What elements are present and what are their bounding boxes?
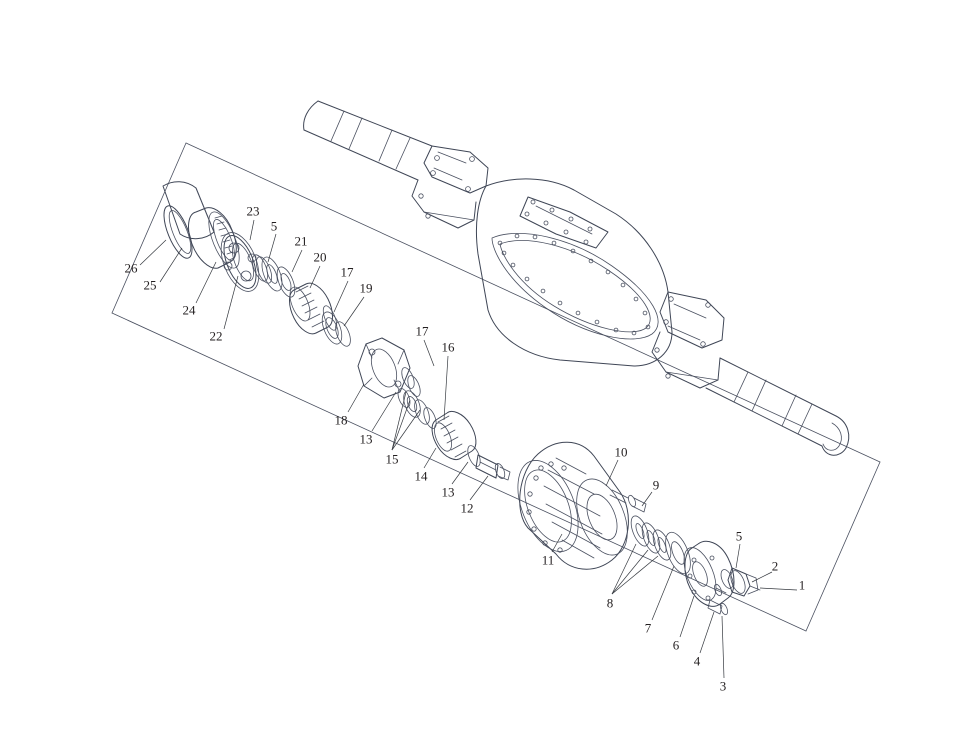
callout-17-lower: 17 <box>415 323 429 339</box>
callout-3: 3 <box>719 678 727 694</box>
leader-lines <box>139 219 798 679</box>
callout-5-upper: 5 <box>270 218 278 234</box>
callout-1: 1 <box>798 577 806 593</box>
callout-17-upper: 17 <box>340 264 354 280</box>
callout-22: 22 <box>209 328 223 344</box>
callout-21: 21 <box>294 233 308 249</box>
callout-12: 12 <box>460 500 474 516</box>
callout-13-upper: 13 <box>359 431 373 447</box>
callout-9: 9 <box>652 477 660 493</box>
callout-2: 2 <box>771 558 779 574</box>
exploded-components-hub <box>517 441 761 616</box>
callout-26: 26 <box>124 260 138 276</box>
callout-8: 8 <box>606 595 614 611</box>
callout-14: 14 <box>414 468 428 484</box>
callout-5-lower: 5 <box>735 528 743 544</box>
callout-18: 18 <box>334 412 348 428</box>
callout-4: 4 <box>693 653 701 669</box>
callout-13-lower: 13 <box>441 484 455 500</box>
callout-7: 7 <box>644 620 652 636</box>
callout-6: 6 <box>672 637 680 653</box>
callout-11: 11 <box>541 552 555 568</box>
exploded-components-middle <box>357 337 511 481</box>
callout-10: 10 <box>614 444 628 460</box>
callout-25: 25 <box>143 277 157 293</box>
axle-housing-group <box>111 100 881 632</box>
callout-16: 16 <box>441 339 455 355</box>
callout-20: 20 <box>313 249 327 265</box>
callout-15: 15 <box>385 451 399 467</box>
callout-19: 19 <box>359 280 373 296</box>
callout-23: 23 <box>246 203 260 219</box>
exploded-components-upper <box>163 205 351 347</box>
callout-24: 24 <box>182 302 196 318</box>
